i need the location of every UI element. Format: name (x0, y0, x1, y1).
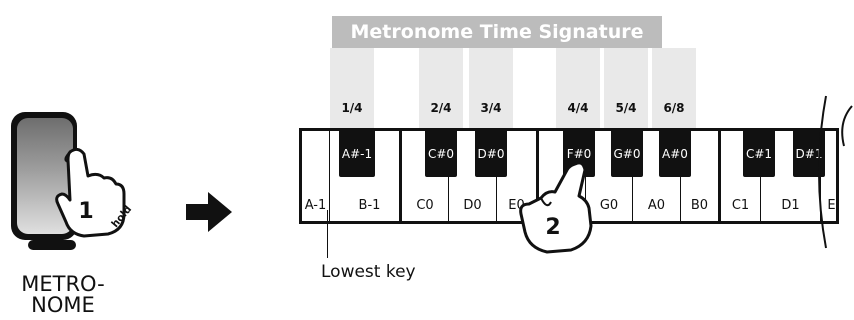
white-key[interactable]: C0 (399, 131, 448, 221)
ts-label: 1/4 (341, 101, 363, 115)
ts-column-2 (419, 48, 463, 128)
lowest-key-label: Lowest key (321, 262, 416, 282)
black-key[interactable]: C#0 (425, 131, 457, 177)
key-label: G0 (599, 198, 619, 213)
ts-label: 5/4 (615, 101, 637, 115)
ts-column-4 (556, 48, 600, 128)
key-label: B-1 (358, 198, 381, 213)
ts-column-5 (604, 48, 648, 128)
metronome-label-line1: METRO- (21, 272, 105, 296)
white-key[interactable]: B-1 (329, 131, 399, 221)
black-key[interactable]: C#1 (743, 131, 775, 177)
ts-column-1 (330, 48, 374, 128)
step-number-2: 2 (545, 215, 560, 240)
keyboard-continuation-curve-icon (818, 95, 853, 249)
press-hand-icon: 1 hold (55, 148, 132, 238)
ts-label: 3/4 (480, 101, 502, 115)
key-label: D0 (463, 198, 482, 213)
ts-label: 4/4 (567, 101, 589, 115)
black-key[interactable]: G#0 (611, 131, 643, 177)
white-key[interactable]: A-1 (302, 131, 329, 221)
ts-label: 6/8 (663, 101, 685, 115)
ts-column-6 (652, 48, 696, 128)
black-key[interactable]: A#-1 (339, 131, 375, 177)
metronome-label-line2: NOME (31, 293, 95, 317)
right-arrow-icon (186, 192, 232, 232)
metronome-label: METRO- NOME (8, 274, 118, 316)
key-label: C1 (731, 198, 750, 213)
key-label: C0 (416, 198, 434, 213)
lowest-key-pointer-line (327, 210, 328, 258)
button-base (28, 240, 76, 250)
press-hand-icon-2: 2 (519, 162, 593, 254)
key-label: A-1 (304, 198, 327, 213)
white-key[interactable]: C1 (718, 131, 760, 221)
key-label: D1 (781, 198, 800, 213)
ts-label: 2/4 (430, 101, 452, 115)
time-signature-header: Metronome Time Signature (332, 16, 662, 48)
ts-column-3 (469, 48, 513, 128)
black-key[interactable]: A#0 (659, 131, 691, 177)
key-label: E (827, 198, 836, 213)
key-label: B0 (690, 198, 709, 213)
black-key[interactable]: D#0 (475, 131, 507, 177)
step-number-1: 1 (78, 199, 93, 224)
key-label: A0 (647, 198, 666, 213)
